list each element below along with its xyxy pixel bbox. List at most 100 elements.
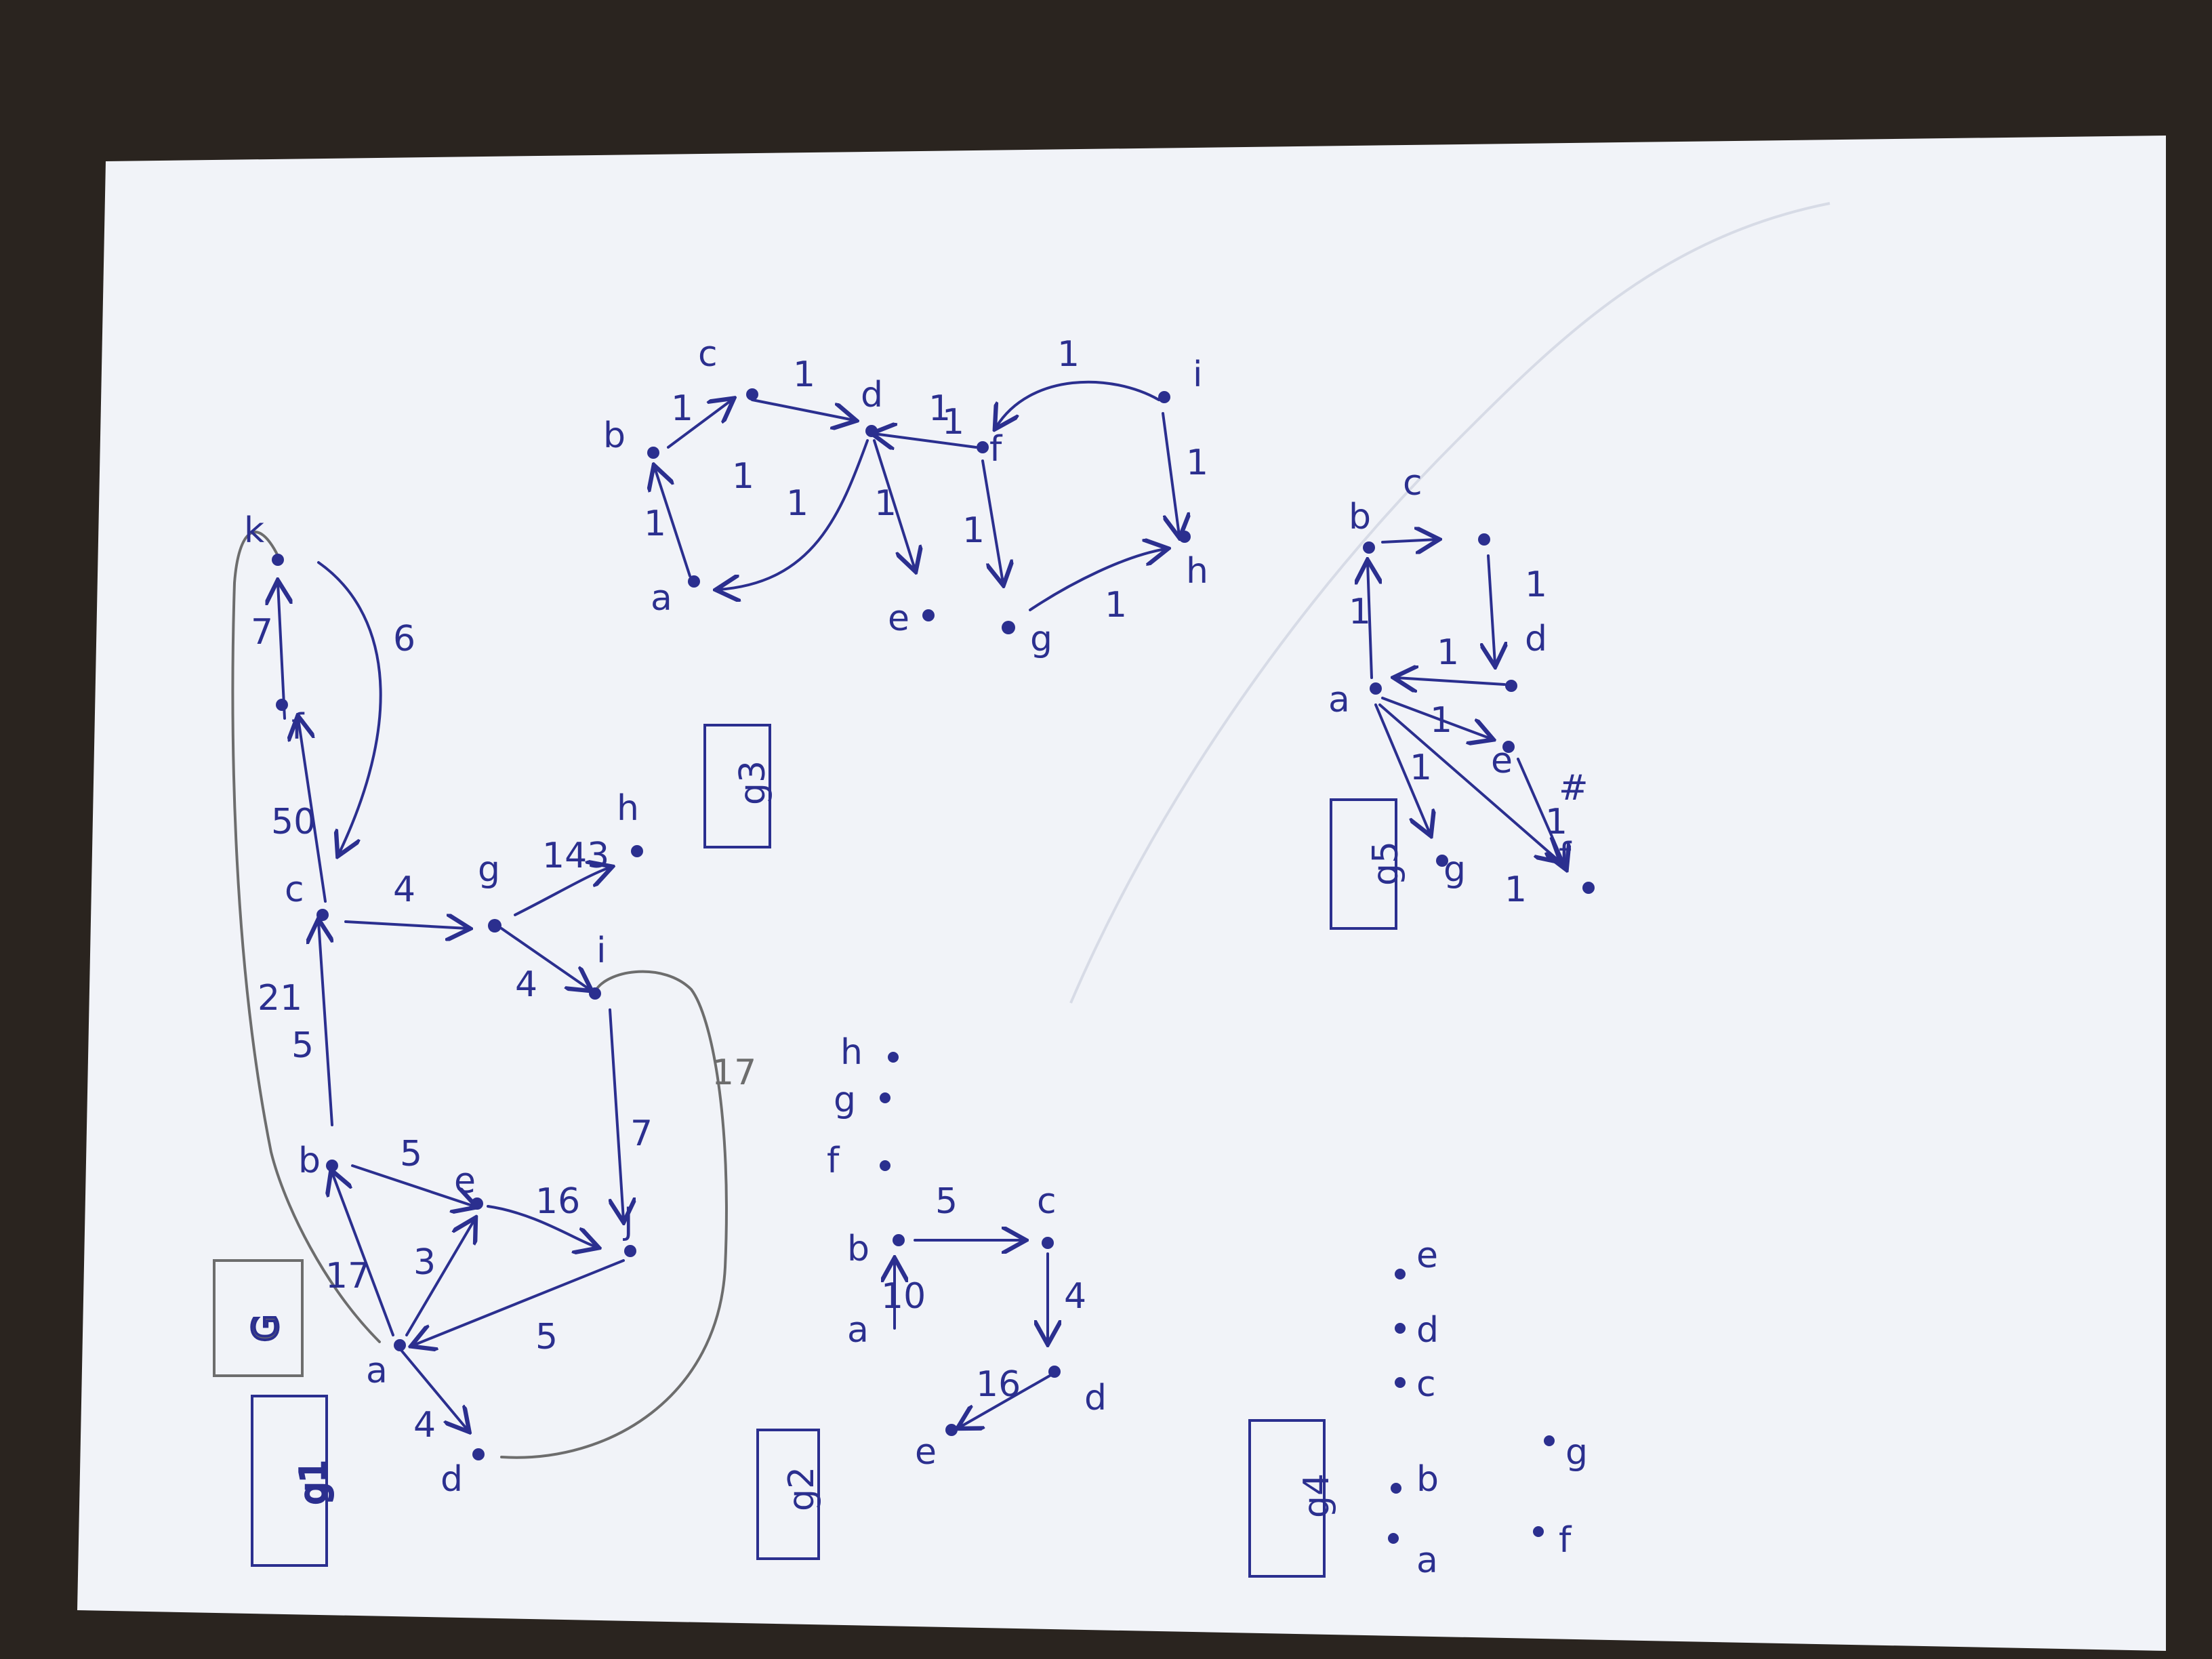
g3-weight-2: 1 [671,388,693,429]
g1-weights: 4 17 3 5 5 5 16 21 50 4 4 143 7 17 6 7 [251,612,756,1446]
g2-label-a: a [847,1310,869,1351]
g4-node-g [1544,1435,1555,1446]
g1-label-e: e [454,1161,476,1202]
g4-label-a: a [1416,1540,1438,1581]
g3-weight-7: 1 [962,510,985,551]
g1-weight-ae: 3 [413,1242,436,1283]
g1-weight-bc: 5 [291,1025,314,1066]
g1-label-g: g [478,849,500,890]
g3-label-h: h [1186,551,1208,592]
loop-gray-outer [231,531,381,1343]
g1-label-f: f [291,707,305,747]
ink-drawings: g1 G [213,334,1595,1581]
g3-weight-12: 1 [942,402,964,443]
g1-label-c: c [285,869,304,910]
g3-node-f [977,441,989,453]
g5-node-a [1370,682,1382,695]
g5-weight-4: 1 [1430,700,1452,741]
g3-label-b: b [603,415,626,456]
g4-label-f: f [1559,1520,1572,1561]
g1-weight-cf: 50 [271,802,316,842]
g3-weight-11: 1 [732,456,754,497]
edge-k-c [317,561,382,854]
g4-label-b: b [1416,1459,1439,1500]
box-g4-label: g4 [1296,1473,1337,1518]
g2-label-h: h [840,1032,863,1073]
g4-node-d [1395,1323,1406,1334]
g3-edge-a-b [655,468,691,577]
g5-weight-1: 1 [1349,592,1371,632]
g5-node-c [1478,533,1490,546]
g1-nodes [272,554,643,1460]
g5-edge-a-e [1381,697,1491,739]
loop-gray-inner [500,970,728,1459]
g3-edge-d-e [873,439,915,569]
g5-label-b: b [1349,497,1371,537]
g3-weight-5: 1 [874,483,897,524]
g3-weight-1: 1 [644,504,666,544]
g4-node-e [1395,1269,1406,1279]
g1-node-j [624,1245,636,1257]
g3-edge-g-h [1029,549,1166,611]
g2-node-d [1048,1366,1061,1378]
box-g1-label: g1 [293,1460,334,1504]
g5-weight-5: 1 [1410,747,1432,788]
g2-edge-d-e [960,1372,1056,1427]
g5-label-d: d [1525,619,1547,659]
g4-label-d: d [1416,1310,1439,1351]
g2-node-e [945,1424,958,1436]
g4-label-c: c [1416,1364,1436,1405]
g4-node-b [1391,1483,1401,1494]
g3-label-c: c [698,334,718,375]
edge-a-e [405,1220,474,1336]
g1-node-i [589,987,601,1000]
box-g2-label: g2 [781,1467,822,1511]
edge-c-f [298,718,327,903]
box-g2 [756,1429,820,1560]
edge-j-a [413,1259,625,1345]
g3-label-g: g [1030,619,1052,659]
edge-g-i [500,927,590,989]
g5-label-c: c [1403,463,1422,504]
edge-b-e [351,1164,474,1206]
box-g5 [1330,798,1397,930]
g5-edge-b-c [1381,539,1437,542]
g3-weight-9: 1 [1186,443,1208,483]
g5-edge-a-g [1374,703,1430,834]
g2-node-f [880,1160,890,1171]
box-g1 [251,1395,328,1567]
g2-label-d: d [1084,1378,1107,1418]
g4-node-f [1533,1526,1544,1537]
g1-weight-kc: 6 [393,619,415,659]
g5-node-b [1363,541,1375,554]
g3-label-a: a [651,578,672,619]
g1-node-e [471,1197,483,1210]
g2-weight-bc: 5 [935,1181,958,1222]
g3-node-e [922,609,935,621]
g2-node-g [880,1092,890,1103]
g1-node-f [276,699,288,711]
g2-weight-cd: 4 [1064,1276,1086,1317]
g5-label-f: f [1559,836,1572,876]
g3-weight-10: 1 [1105,585,1127,626]
g1-label-h: h [617,788,639,829]
g5-weight-6: 1 [1504,869,1527,910]
box-g4 [1248,1419,1326,1578]
g1-label-d: d [441,1459,463,1500]
g1-weight-gh: 143 [542,836,609,876]
g1-weight-be: 5 [400,1134,422,1174]
g1-node-c [316,909,329,921]
g3-edge-c-d [751,398,854,420]
g1-label-k: k [244,510,264,551]
box-G-label: G [246,1315,287,1342]
g3-edge-f-g [981,459,1003,583]
g3-weight-8: 1 [1057,334,1080,375]
g5-edge-e-f [1517,758,1565,867]
g5-label-a: a [1328,680,1350,720]
graph-g4: g4 a b c d e f g [1248,1235,1588,1581]
graph-g5: g5 a b c d e [1328,463,1595,930]
g1-weight-cg: 4 [393,869,415,910]
g1-weight-21: 21 [258,978,302,1019]
g4-node-c [1395,1377,1406,1388]
